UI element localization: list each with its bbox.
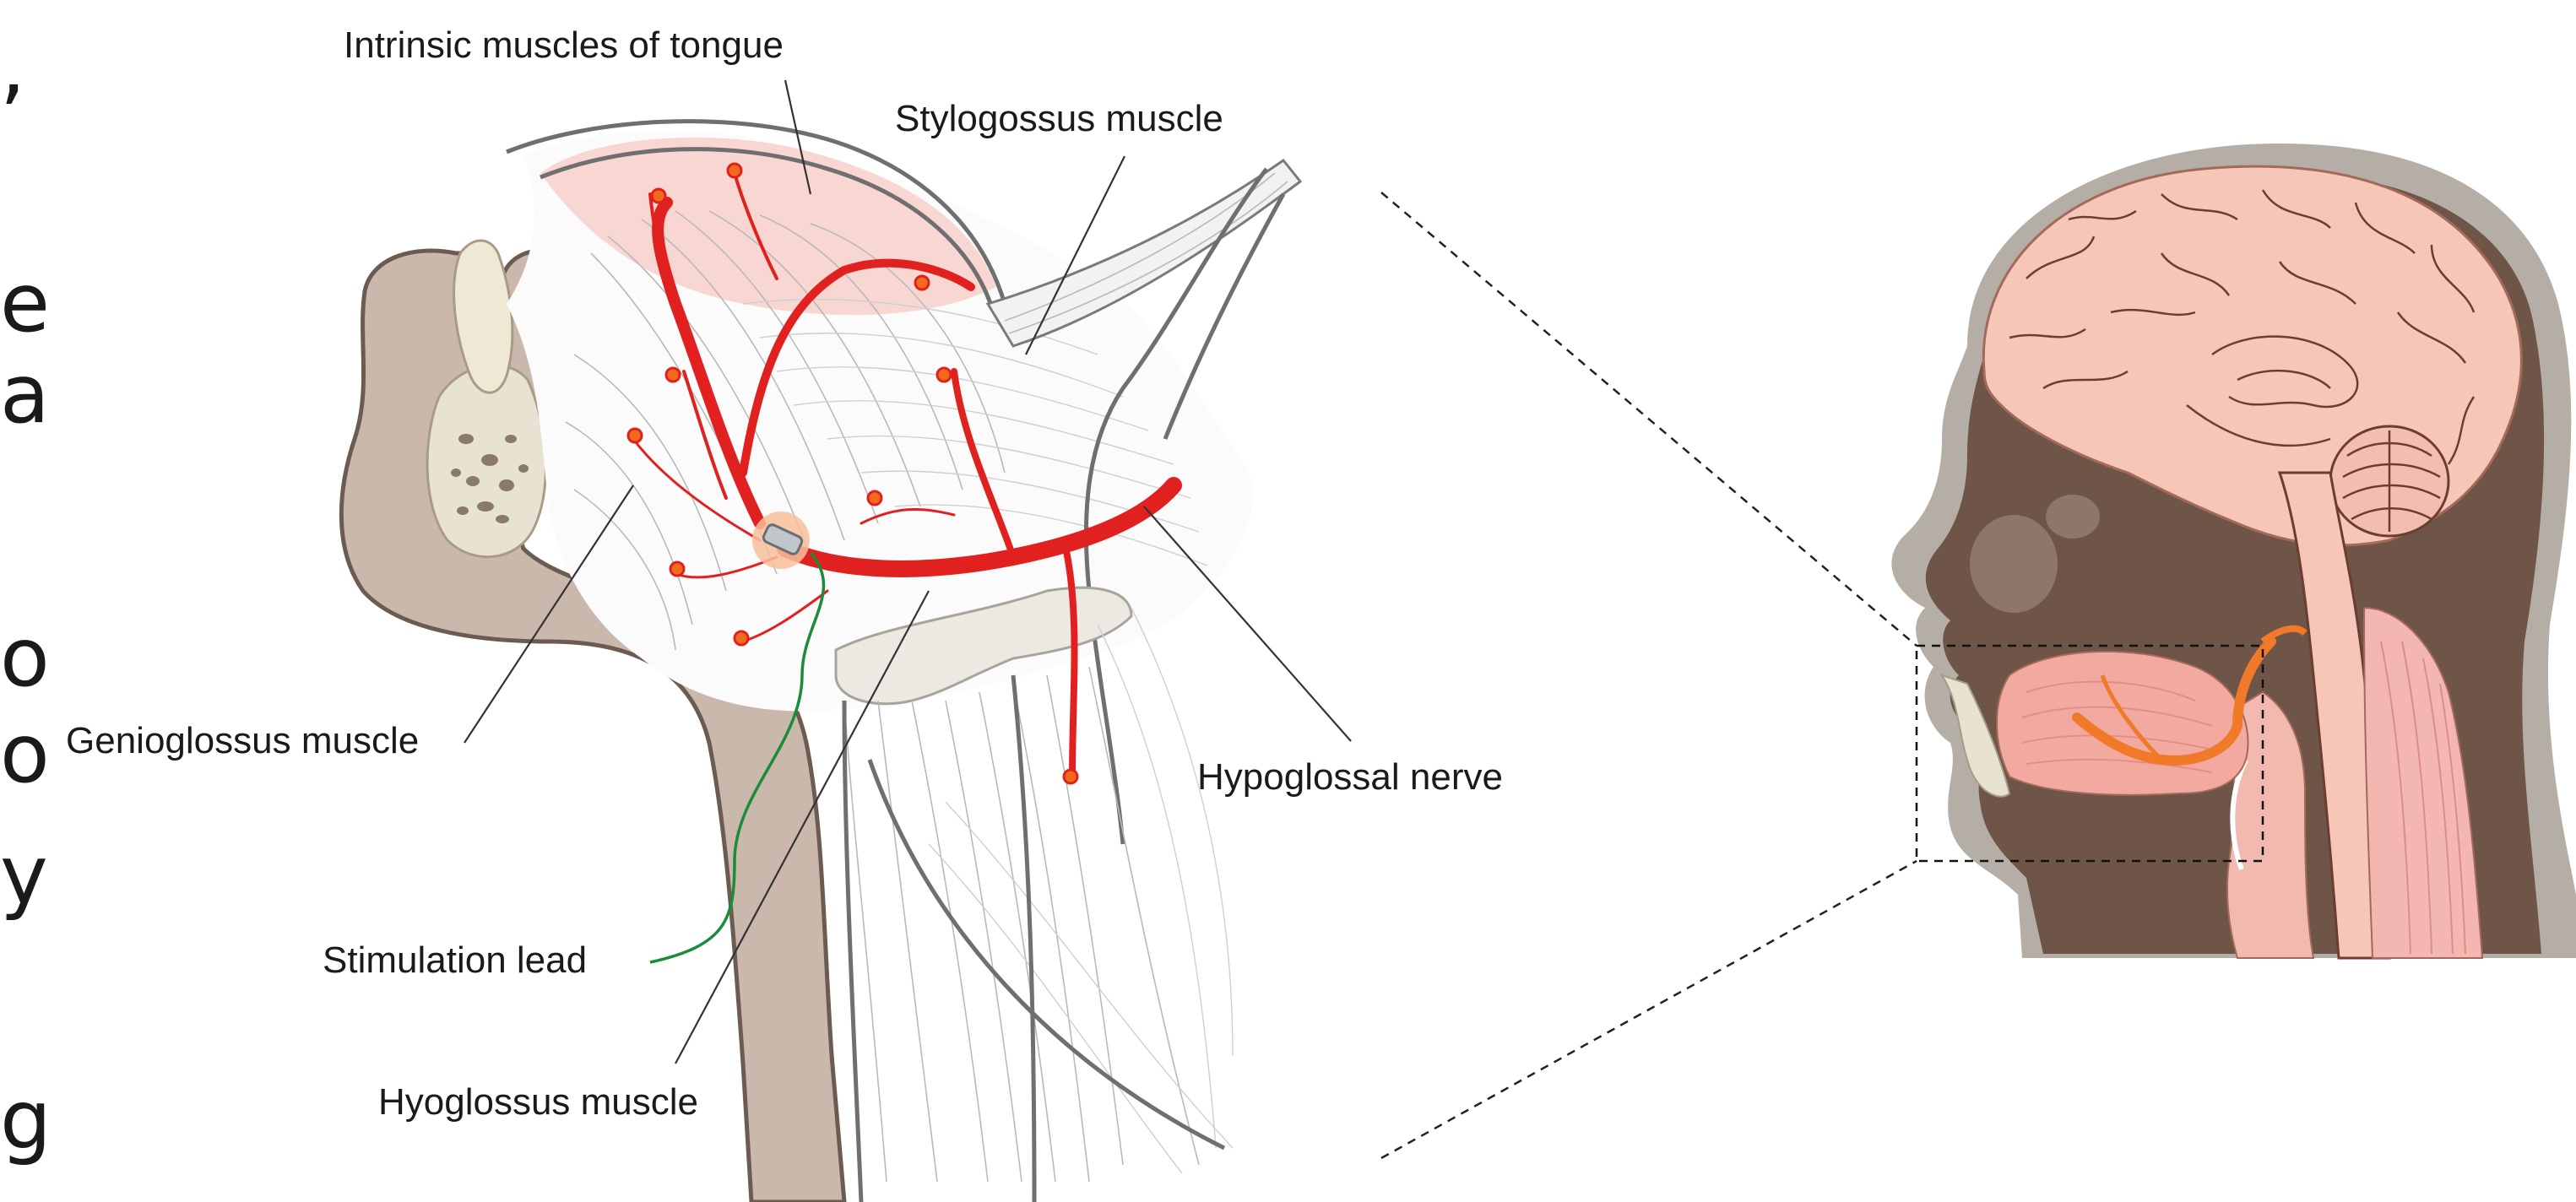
cut-text-1: , <box>0 19 26 114</box>
cut-text-6: y <box>0 828 48 923</box>
zoom-projection-lines <box>1381 192 1917 1158</box>
neck-muscle-outline-2 <box>1013 675 1034 1202</box>
cut-text-4: o <box>0 610 50 705</box>
label-hypoglossal-nerve: Hypoglossal nerve <box>1197 756 1503 798</box>
label-genioglossus-muscle: Genioglossus muscle <box>66 720 419 761</box>
cut-text-2: e <box>0 256 50 350</box>
label-stimulation-lead: Stimulation lead <box>323 939 587 981</box>
tongue-detail-illustration <box>341 80 1351 1202</box>
sinus <box>2046 495 2100 539</box>
nasal-cavity <box>1970 515 2058 613</box>
label-hyoglossus-muscle: Hyoglossus muscle <box>378 1081 698 1123</box>
label-stylogossus-muscle: Stylogossus muscle <box>895 98 1223 139</box>
cropped-text-column: , e a o o y g <box>0 19 52 1167</box>
head-sagittal-section <box>1891 143 2576 958</box>
neck-muscle-outline-1 <box>844 701 861 1202</box>
label-intrinsic-muscles: Intrinsic muscles of tongue <box>344 24 784 66</box>
cut-text-3: a <box>0 347 50 441</box>
cut-text-5: o <box>0 707 50 801</box>
neck-muscle-outline-3 <box>870 760 1224 1148</box>
cut-text-7: g <box>0 1073 52 1167</box>
